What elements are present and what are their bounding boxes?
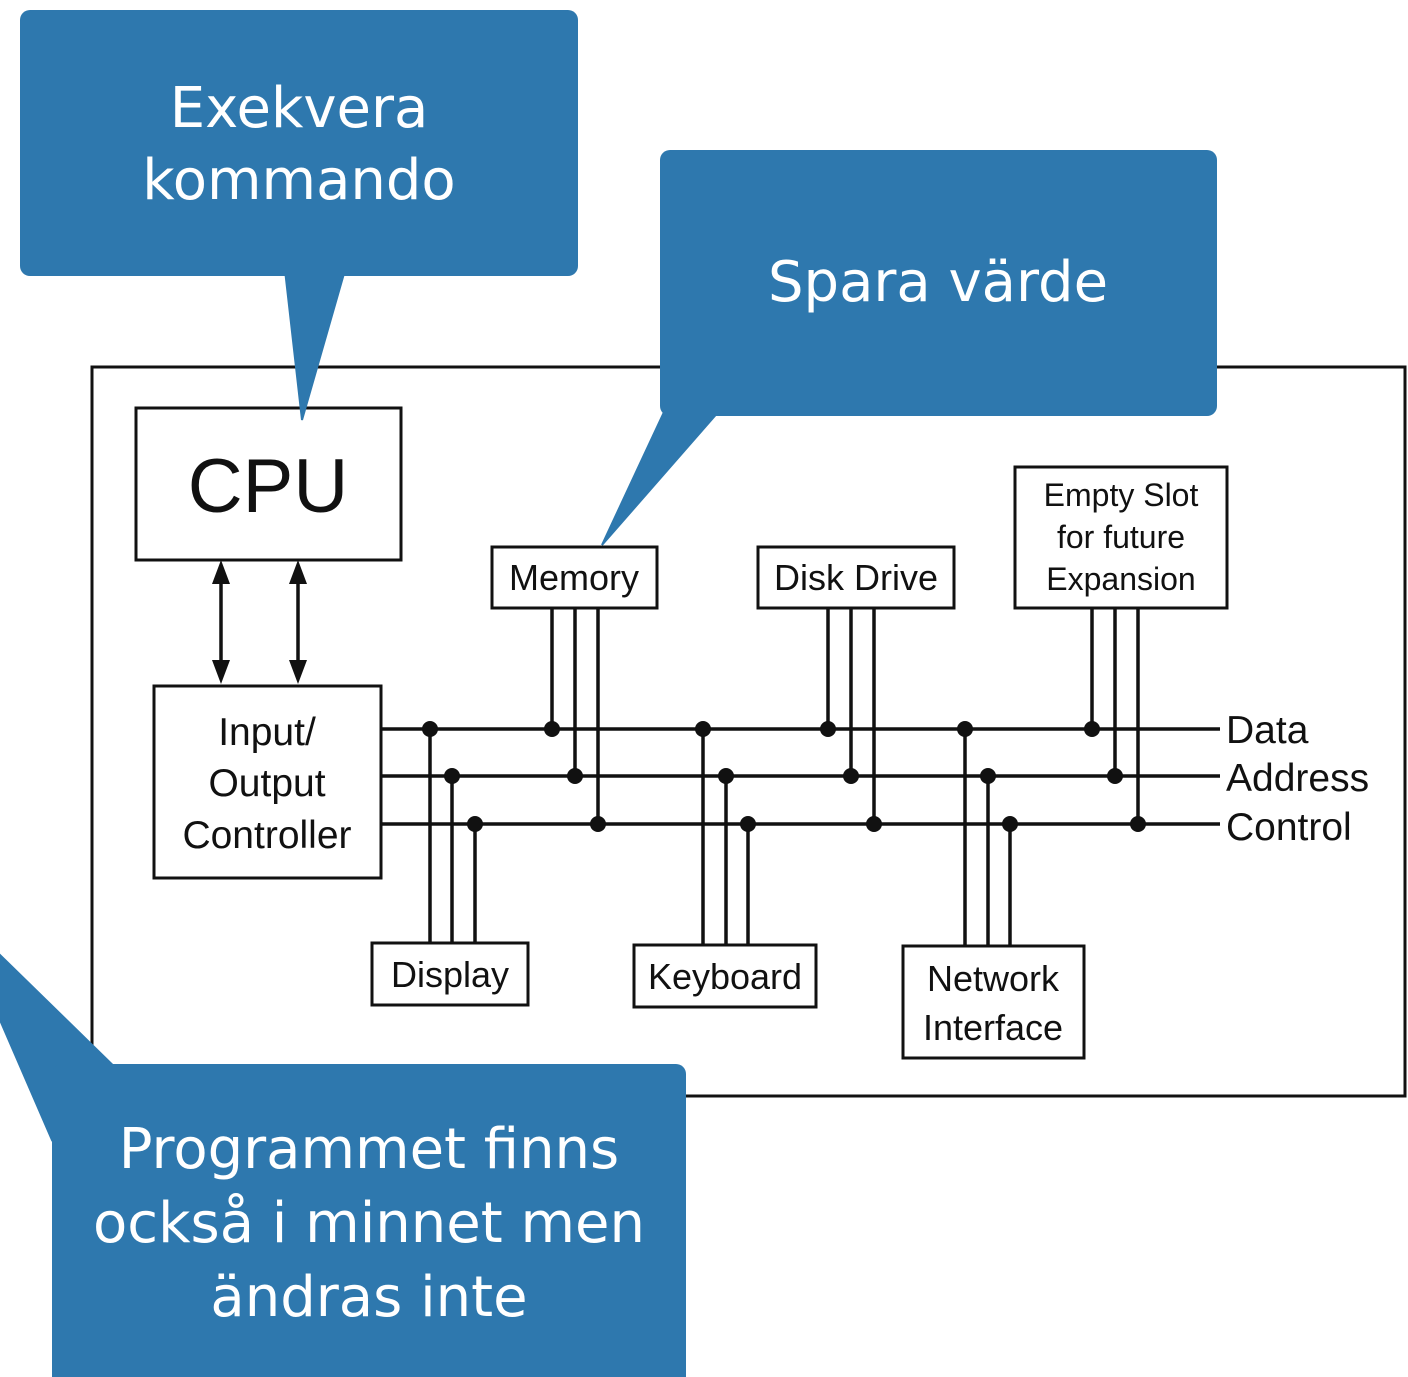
callout-execute-line2: kommando: [142, 148, 455, 213]
empty-slot-label-line2: for future: [1057, 519, 1185, 555]
callout-program-line2: också i minnet men: [93, 1191, 645, 1256]
memory-label: Memory: [509, 557, 639, 598]
callout-store-line1: Spara värde: [768, 250, 1108, 315]
keyboard-box: [632, 943, 818, 1009]
display-box: [370, 941, 530, 1007]
network-interface-label-line1: Network: [927, 958, 1060, 999]
io-controller-box: [152, 684, 383, 880]
disk-drive-label: Disk Drive: [774, 557, 938, 598]
address-bus-label: Address: [1226, 757, 1369, 800]
empty-slot-label-line3: Expansion: [1046, 561, 1195, 597]
disk-drive-box: [756, 545, 956, 610]
memory-box: [490, 545, 659, 610]
cpu-box: [134, 406, 403, 562]
callout-program-line1: Programmet finns: [119, 1117, 619, 1182]
callout-store: Spara värde: [601, 150, 1217, 546]
cpu-label: CPU: [188, 444, 348, 529]
keyboard-label: Keyboard: [648, 956, 802, 997]
cpu-io-arrows: [212, 560, 307, 684]
data-bus-label: Data: [1226, 709, 1309, 752]
display-label: Display: [391, 954, 509, 995]
bus-lines: [380, 727, 1220, 826]
empty-slot-label-line1: Empty Slot: [1044, 477, 1199, 513]
callout-program-line3: ändras inte: [210, 1265, 527, 1330]
control-bus-label: Control: [1226, 806, 1352, 849]
io-controller-label-line3: Controller: [182, 814, 351, 857]
component-boxes: [134, 406, 1229, 1060]
callout-execute-line1: Exekvera: [170, 76, 429, 141]
empty-slot-box: [1013, 465, 1229, 610]
bus-junctions: [422, 721, 1146, 832]
bus-connections: [428, 608, 1140, 946]
network-interface-label-line2: Interface: [923, 1007, 1063, 1048]
callout-execute: Exekvera kommando: [20, 10, 578, 421]
io-controller-label-line1: Input/: [218, 711, 316, 754]
io-controller-label-line2: Output: [208, 762, 325, 805]
network-interface-box: [901, 944, 1086, 1060]
callout-program: Programmet finns också i minnet men ändr…: [0, 953, 686, 1377]
